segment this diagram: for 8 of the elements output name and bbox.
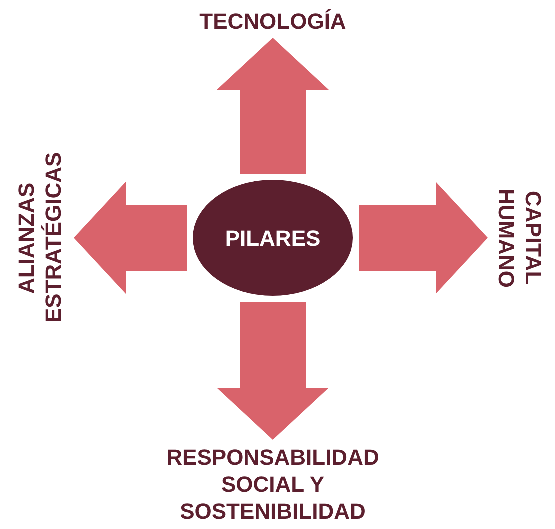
- pillar-label: CAPITAL HUMANO: [490, 150, 550, 326]
- center-label: PILARES: [225, 224, 321, 252]
- block-arrow: [359, 182, 488, 294]
- pillar-label: RESPONSABILIDAD SOCIAL Y SOSTENIBILIDAD: [143, 442, 403, 526]
- pillar-label: ALIANZAS ESTRATÉGICAS: [8, 140, 72, 336]
- block-arrow: [217, 38, 329, 174]
- block-arrow: [74, 182, 187, 294]
- pillar-label: TECNOLOGÍA: [153, 6, 393, 36]
